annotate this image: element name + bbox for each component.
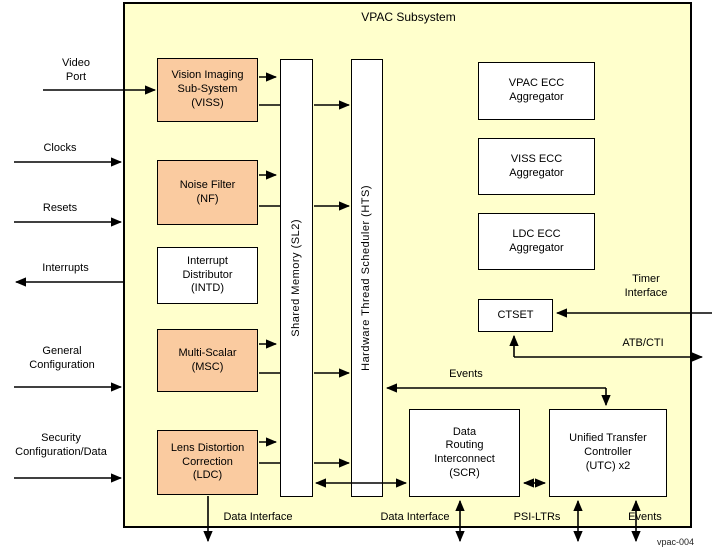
utc-block: Unified Transfer Controller (UTC) x2 xyxy=(549,409,667,497)
psi-ltrs-label: PSI-LTRs xyxy=(513,511,561,523)
figure-id-watermark: vpac-004 xyxy=(656,537,694,547)
ldc-ecc-aggregator-block: LDC ECC Aggregator xyxy=(478,213,595,270)
clocks-label: Clocks xyxy=(43,142,77,154)
events-internal-label: Events xyxy=(449,368,483,380)
hts-label: Hardware Thread Scheduler (HTS) xyxy=(360,185,373,371)
ldc-block: Lens Distortion Correction (LDC) xyxy=(157,430,258,495)
viss-block: Vision Imaging Sub-System (VISS) xyxy=(157,58,258,122)
resets-label: Resets xyxy=(42,202,78,214)
shared-memory-sl2-bar: Shared Memory (SL2) xyxy=(280,59,313,497)
atb-cti-label: ATB/CTI xyxy=(622,337,664,349)
timer-interface-label: Timer Interface xyxy=(624,273,668,300)
scr-block: Data Routing Interconnect (SCR) xyxy=(409,409,520,497)
data-interface-ldc-label: Data Interface xyxy=(223,511,293,523)
events-bottom-label: Events xyxy=(628,511,662,523)
sl2-label: Shared Memory (SL2) xyxy=(289,219,302,337)
data-interface-scr-label: Data Interface xyxy=(380,511,450,523)
interrupts-label: Interrupts xyxy=(42,262,89,274)
video-port-label: Video Port xyxy=(62,57,90,84)
hts-bar: Hardware Thread Scheduler (HTS) xyxy=(351,59,383,497)
noise-filter-block: Noise Filter (NF) xyxy=(157,160,258,225)
vpac-ecc-aggregator-block: VPAC ECC Aggregator xyxy=(478,62,595,120)
diagram-title: VPAC Subsystem xyxy=(361,10,456,24)
general-configuration-label: General Configuration xyxy=(29,345,95,372)
interrupt-distributor-block: Interrupt Distributor (INTD) xyxy=(157,247,258,304)
ctset-block: CTSET xyxy=(478,299,553,332)
viss-ecc-aggregator-block: VISS ECC Aggregator xyxy=(478,138,595,195)
security-configuration-label: Security Configuration/Data xyxy=(15,432,107,459)
multi-scalar-block: Multi-Scalar (MSC) xyxy=(157,329,258,392)
